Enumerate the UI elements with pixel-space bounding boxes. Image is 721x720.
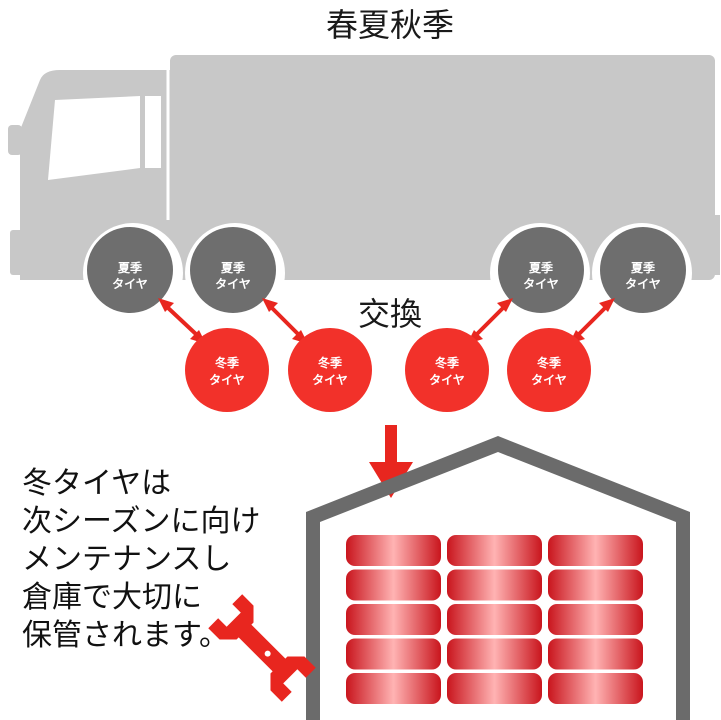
stored-tire [548, 535, 643, 566]
stored-tire [548, 604, 643, 635]
stored-tire [346, 535, 441, 566]
description-line-5: 保管されます。 [22, 618, 229, 653]
winter-tire-label: タイヤ [209, 373, 245, 387]
winter-tire-4: 冬季 タイヤ [507, 328, 591, 412]
summer-tire-2: 夏季 タイヤ [190, 227, 276, 313]
stored-tire [447, 535, 542, 566]
wrench-icon [208, 594, 316, 702]
winter-tire-label: 冬季 [215, 355, 240, 370]
stored-tire [447, 673, 542, 704]
winter-tire-label: 冬季 [435, 355, 460, 370]
swap-label: 交換 [358, 295, 422, 333]
swap-arrow-2 [262, 298, 308, 344]
stored-tire [346, 569, 441, 601]
winter-tire-label: 冬季 [318, 355, 343, 370]
summer-tire-label: 夏季 [529, 260, 554, 275]
winter-tire-3: 冬季 タイヤ [405, 328, 489, 412]
summer-tire-4: 夏季 タイヤ [600, 227, 686, 313]
truck-side-window [145, 96, 161, 168]
summer-tire-label: タイヤ [625, 277, 661, 291]
winter-tire-label: 冬季 [537, 355, 562, 370]
winter-tire-2: 冬季 タイヤ [288, 328, 372, 412]
summer-tire-3: 夏季 タイヤ [498, 227, 584, 313]
description: 冬タイヤは 次シーズンに向け メンテナンスし 倉庫で大切に 保管されます。 [22, 466, 261, 653]
winter-tire-label: タイヤ [429, 373, 465, 387]
summer-tire-label: 夏季 [118, 260, 143, 275]
summer-tire-label: タイヤ [215, 277, 251, 291]
winter-tire-label: タイヤ [531, 373, 567, 387]
swap-arrow-3 [467, 298, 513, 344]
page-title: 春夏秋季 [326, 6, 454, 44]
summer-tire-label: 夏季 [631, 260, 656, 275]
stored-tire [447, 604, 542, 635]
stored-tire [447, 638, 542, 670]
summer-tire-label: 夏季 [221, 260, 246, 275]
stored-tire [548, 638, 643, 670]
stored-tire [346, 604, 441, 635]
description-line-3: メンテナンスし [22, 542, 231, 577]
description-line-2: 次シーズンに向け [22, 504, 261, 539]
description-line-1: 冬タイヤは [22, 466, 171, 501]
stored-tire [548, 569, 643, 601]
tire-stacks [346, 535, 643, 704]
summer-tire-label: タイヤ [523, 277, 559, 291]
summer-tire-label: タイヤ [112, 277, 148, 291]
summer-tire-1: 夏季 タイヤ [87, 227, 173, 313]
stored-tire [346, 638, 441, 670]
truck-mirror [8, 125, 22, 155]
stored-tire [548, 673, 643, 704]
description-line-4: 倉庫で大切に [22, 580, 202, 615]
winter-tire-1: 冬季 タイヤ [185, 328, 269, 412]
stored-tire [346, 673, 441, 704]
stored-tire [447, 569, 542, 601]
winter-tire-label: タイヤ [312, 373, 348, 387]
truck-window [48, 96, 140, 180]
